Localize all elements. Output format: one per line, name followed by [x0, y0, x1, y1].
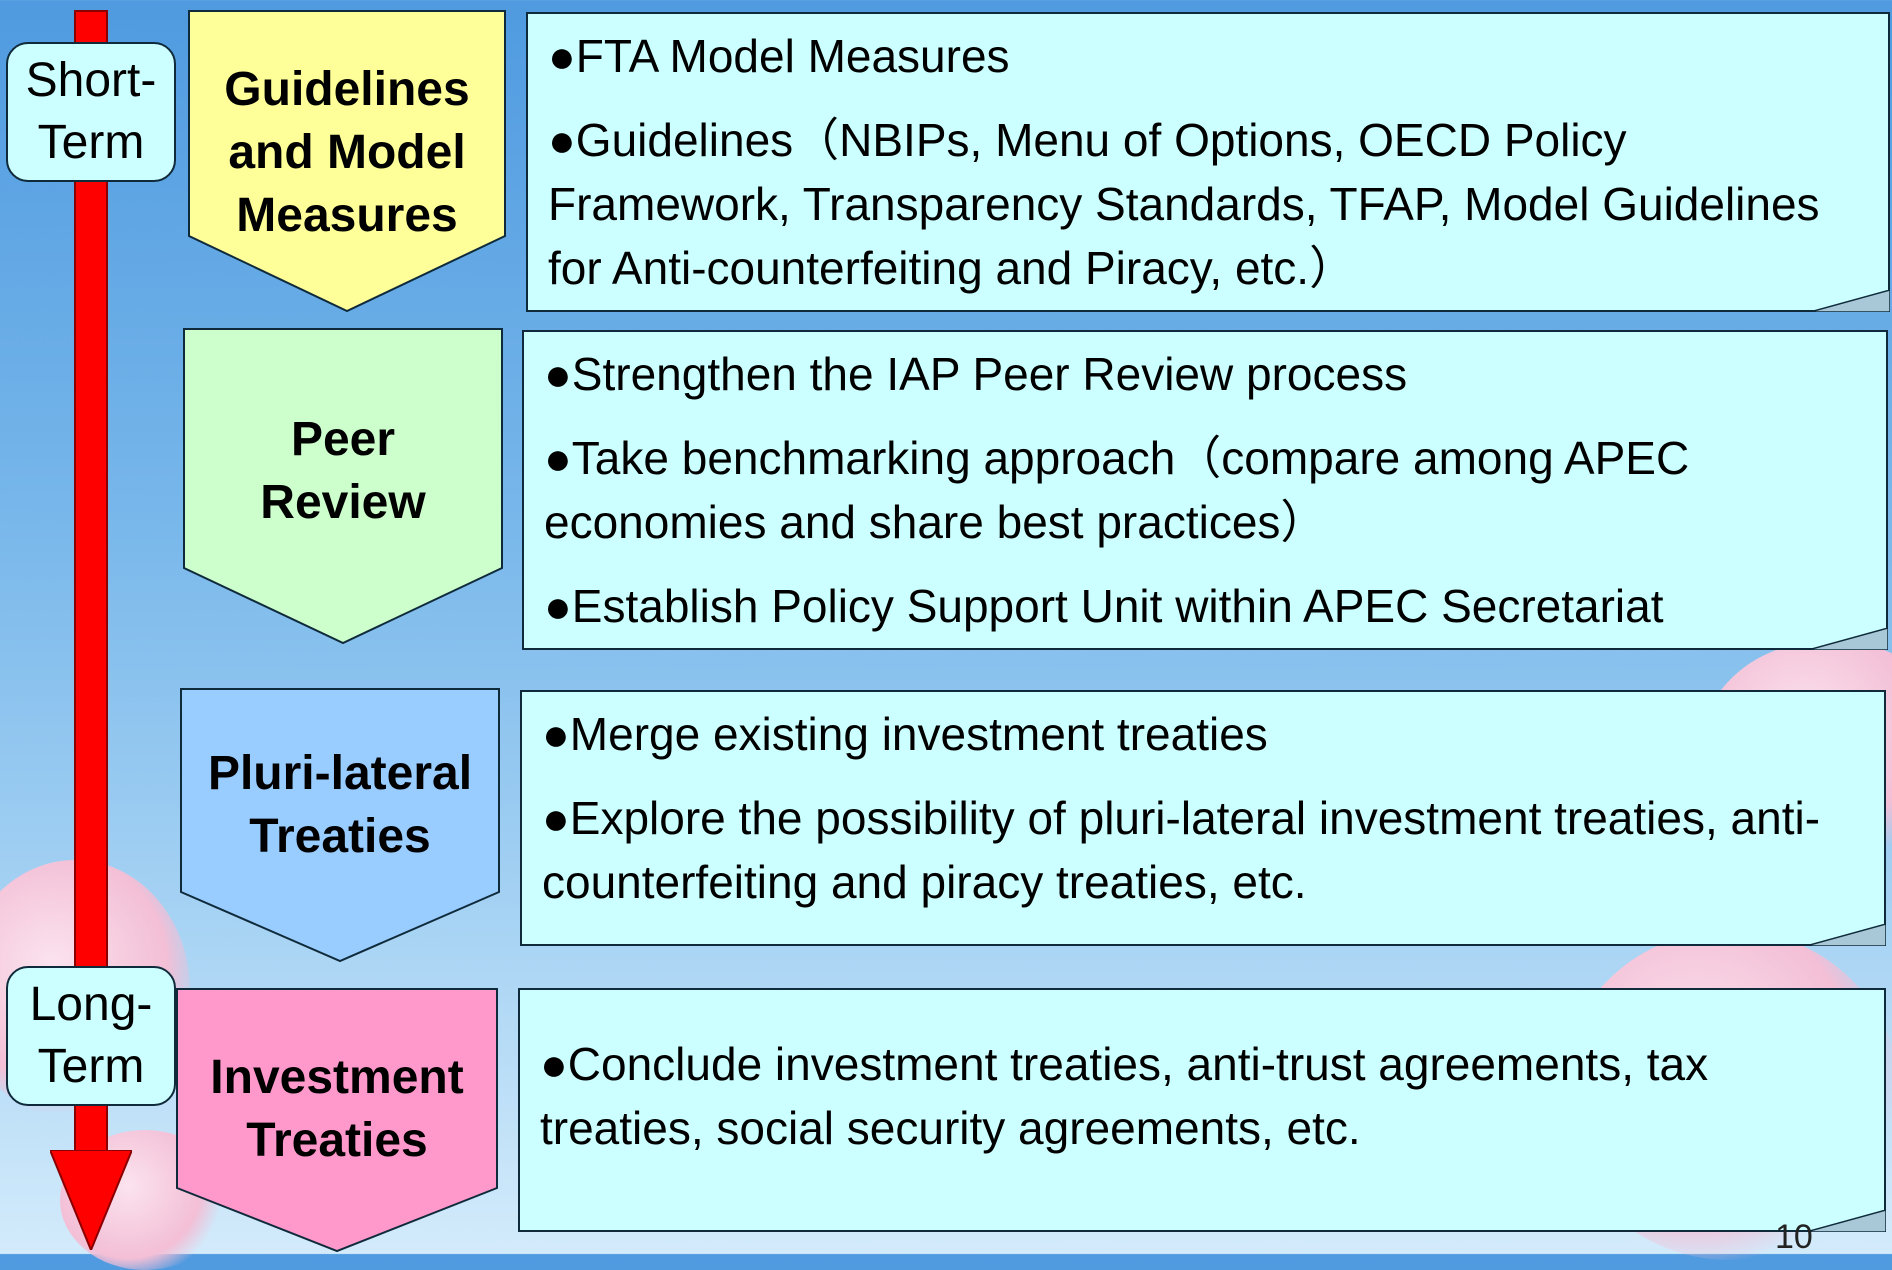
- stage-pentagon-shape: [188, 10, 506, 313]
- list-item: Guidelines（NBIPs, Menu of Options, OECD …: [548, 108, 1868, 300]
- list-item: Take benchmarking approach（compare among…: [544, 426, 1866, 554]
- list-item: Establish Policy Support Unit within APE…: [544, 574, 1866, 638]
- timeline-arrow-head: [50, 1150, 132, 1250]
- stage-pentagon-shape: [183, 328, 503, 645]
- stage-title: Pluri-lateral Treaties: [207, 747, 473, 863]
- long-term-label: Long-Term: [6, 966, 176, 1106]
- note-investment-treaties: Conclude investment treaties, anti-trust…: [518, 988, 1886, 1232]
- list-item: Merge existing investment treaties: [542, 702, 1864, 766]
- note-peer-review: Strengthen the IAP Peer Review process T…: [522, 330, 1888, 650]
- note-pluri-lateral: Merge existing investment treaties Explo…: [520, 690, 1886, 946]
- list-item: Conclude investment treaties, anti-trust…: [540, 1032, 1864, 1160]
- stage-guidelines: Guidelines and Model Measures: [188, 10, 506, 313]
- short-term-label: Short-Term: [6, 42, 176, 182]
- list-item: FTA Model Measures: [548, 24, 1868, 88]
- note-guidelines: FTA Model Measures Guidelines（NBIPs, Men…: [526, 12, 1890, 312]
- page-curl: [1810, 290, 1890, 312]
- stage-investment-treaties: Investment Treaties: [176, 988, 498, 1253]
- stage-title: Peer Review: [260, 413, 426, 529]
- page-curl: [1806, 924, 1886, 946]
- list-item: Explore the possibility of pluri-lateral…: [542, 786, 1864, 914]
- page-number: 10: [1775, 1218, 1813, 1256]
- page-curl: [1808, 628, 1888, 650]
- stage-title: Guidelines and Model Measures: [224, 63, 470, 242]
- page-curl: [1806, 1210, 1886, 1232]
- stage-pluri-lateral: Pluri-lateral Treaties: [180, 688, 500, 963]
- stage-pentagon-shape: [176, 988, 498, 1253]
- list-item: Strengthen the IAP Peer Review process: [544, 342, 1866, 406]
- stage-peer-review: Peer Review: [183, 328, 503, 645]
- stage-title: Investment Treaties: [210, 1051, 464, 1167]
- stage-pentagon-shape: [180, 688, 500, 963]
